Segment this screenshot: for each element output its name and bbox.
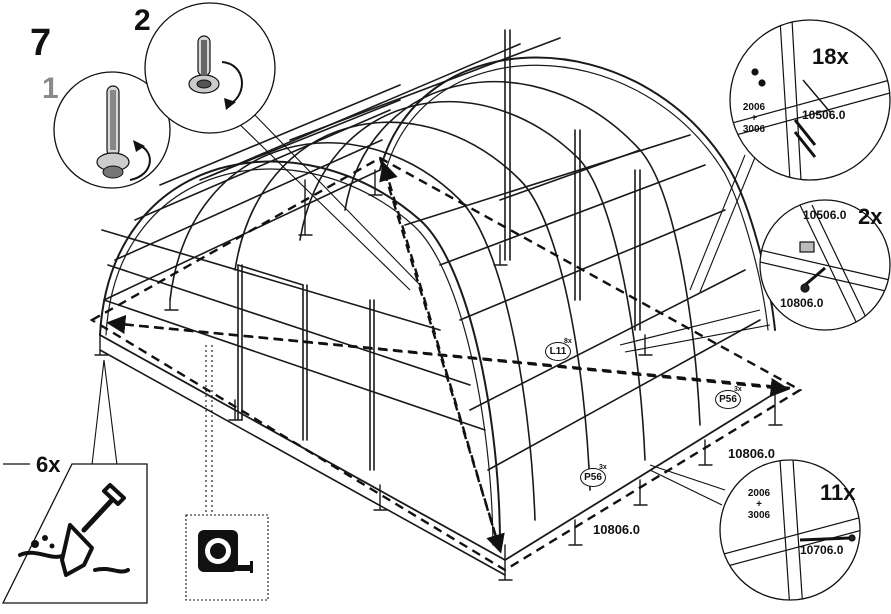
part-tag-p56-front: P56 [580, 468, 606, 487]
step-number: 7 [30, 22, 52, 64]
shovel-icon [18, 483, 130, 577]
part-code-bottom-bolt: 10706.0 [800, 543, 844, 557]
part-tag-l11: L11 [545, 342, 571, 361]
anchor-detail-box [1, 463, 148, 604]
middle-right-count: 2x [858, 204, 883, 229]
part-tag-p56-right-qty: 3x [734, 386, 742, 393]
substep-2-number: 2 [134, 4, 151, 37]
anchors-count: 6x [36, 452, 61, 477]
fastener-a: 2006 [742, 102, 766, 113]
part-tag-l11-qty: 8x [564, 338, 572, 345]
bottom-right-count: 11x [820, 480, 856, 505]
fastener-b: 3006 [742, 124, 766, 135]
part-code-middle-bolt: 10806.0 [780, 296, 824, 310]
tape-measure-icon [198, 530, 253, 573]
fastener-label-top: 2006 + 3006 [737, 102, 771, 135]
nut-tighten-icon [188, 35, 220, 94]
fastener-a: 2006 [747, 488, 771, 499]
bolt-icon [96, 85, 130, 179]
detail-circle-step-1 [53, 71, 171, 189]
substep-1-number: 1 [42, 72, 59, 105]
top-right-count: 18x [812, 44, 849, 69]
detail-circle-middle-right [759, 199, 891, 331]
detail-circle-bottom-right [719, 459, 861, 601]
measure-diagonals [89, 156, 803, 572]
part-code-base-right: 10806.0 [728, 446, 775, 461]
part-tag-p56-right: P56 [715, 390, 741, 409]
tape-measure-box [185, 514, 269, 601]
detail-circle-top-right [729, 19, 891, 181]
part-code-base-front: 10806.0 [593, 522, 640, 537]
part-code-middle-bar: 10506.0 [803, 208, 847, 222]
part-tag-p56-front-qty: 3x [599, 464, 607, 471]
fastener-plus: + [756, 499, 762, 510]
leader-lines [91, 109, 771, 515]
fastener-plus: + [751, 113, 757, 124]
greenhouse-frame [94, 29, 783, 581]
fastener-b: 3006 [747, 510, 771, 521]
detail-circle-step-2 [144, 2, 276, 134]
fastener-label-bottom: 2006 + 3006 [742, 488, 776, 521]
part-code-top-bolt: 10506.0 [802, 108, 846, 122]
